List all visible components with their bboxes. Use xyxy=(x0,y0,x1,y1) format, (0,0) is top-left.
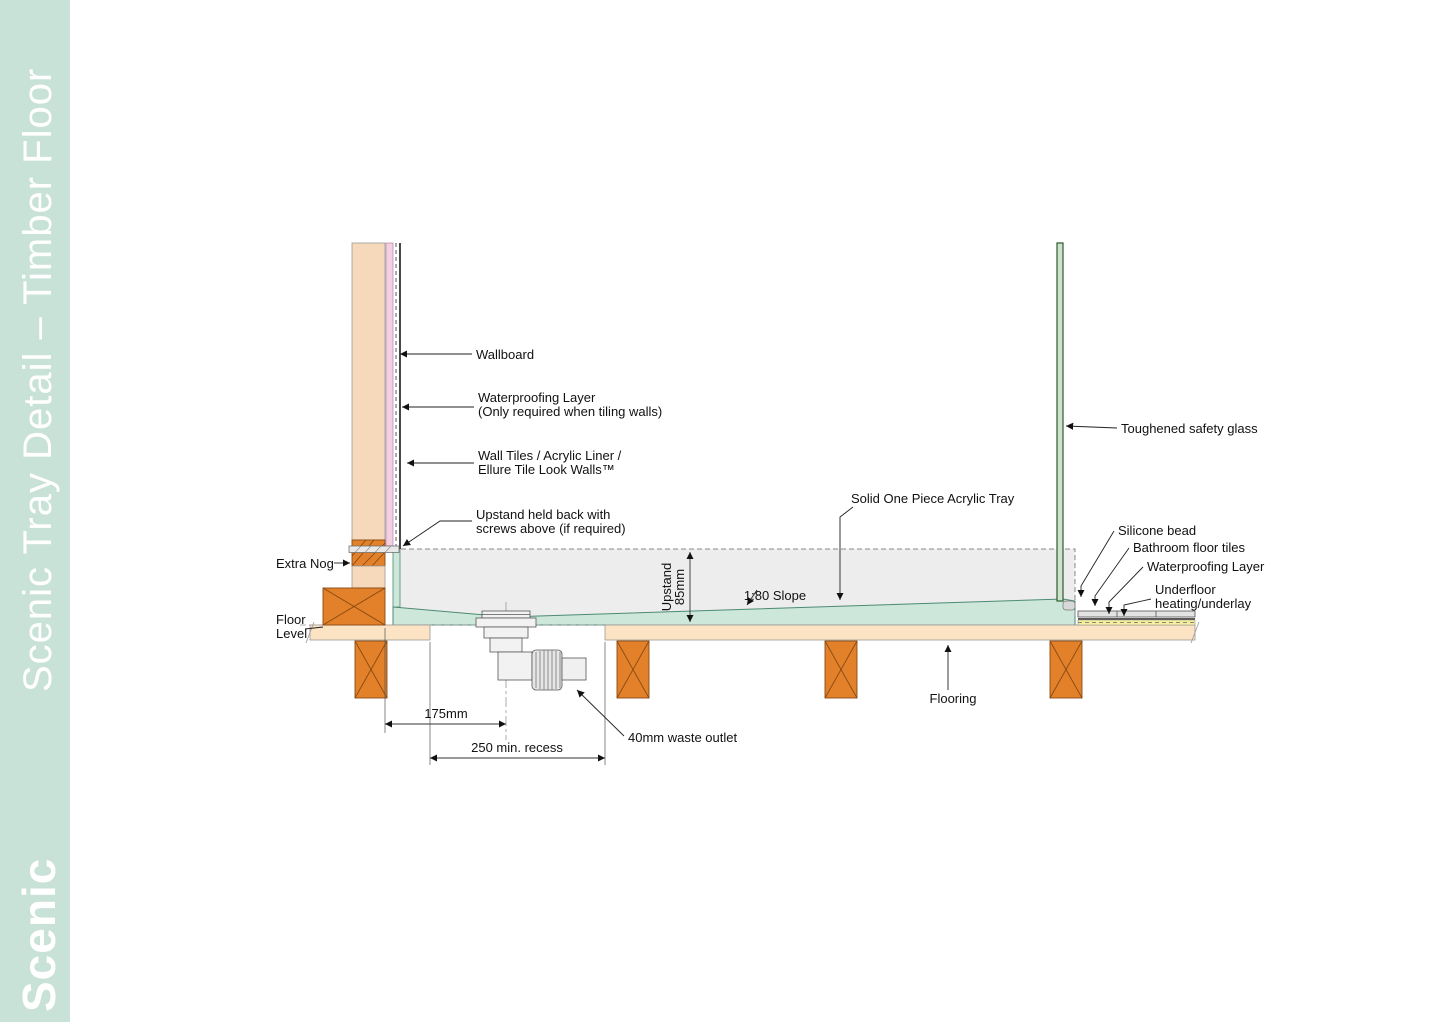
label-underfloor-1: Underfloor xyxy=(1155,582,1216,597)
label-bathroom-tiles: Bathroom floor tiles xyxy=(1133,540,1245,555)
label-underfloor-2: heating/underlay xyxy=(1155,596,1252,611)
tray-outline-dashed xyxy=(393,548,1076,618)
leader-waste-outlet xyxy=(576,689,625,737)
leader-toughened-glass xyxy=(1065,422,1118,430)
dim-upstand-value: 85mm xyxy=(672,569,687,605)
bottom-plate xyxy=(322,587,386,626)
label-waterproofing-wall-1: Waterproofing Layer xyxy=(478,390,596,405)
leader-waterproofing-floor xyxy=(1105,566,1144,614)
label-slope: 1:80 Slope xyxy=(744,588,806,603)
tray-upstand-region xyxy=(393,549,1075,617)
waste-pipe-stub xyxy=(561,657,587,681)
floor-structure xyxy=(300,621,1200,699)
leader-acrylic-tray xyxy=(836,506,854,600)
glass-and-bathroom-floor xyxy=(1056,242,1196,626)
leader-bathroom-tiles xyxy=(1091,547,1130,606)
sidebar: Scenic Tray Detail – Timber Floor Scenic xyxy=(0,0,70,1022)
dim-250-text: 250 min. recess xyxy=(471,740,563,755)
leader-underfloor xyxy=(1120,598,1152,616)
waste-assembly xyxy=(475,602,587,740)
wall-stud xyxy=(351,242,386,541)
annotations: Wallboard Waterproofing Layer (Only requ… xyxy=(276,347,1265,745)
waste-body-upper xyxy=(475,617,537,628)
waste-body-lower xyxy=(489,637,523,653)
fixing-screw xyxy=(348,545,400,553)
floor-joist xyxy=(354,640,388,699)
leader-silicone-bead xyxy=(1077,530,1115,597)
floor-left-break xyxy=(305,621,315,644)
waste-elbow xyxy=(497,651,533,681)
label-flooring: Flooring xyxy=(930,691,977,706)
floor-left xyxy=(309,624,431,641)
wall-assembly xyxy=(322,242,401,626)
silicone-bead-shape xyxy=(1062,600,1076,611)
dim-upstand-word: Upstand xyxy=(659,563,674,611)
label-wall-tiles-1: Wall Tiles / Acrylic Liner / xyxy=(478,448,622,463)
label-acrylic-tray: Solid One Piece Acrylic Tray xyxy=(851,491,1015,506)
dim-175-text: 175mm xyxy=(424,706,467,721)
label-floor-level-2: Level xyxy=(276,626,307,641)
label-waste-outlet: 40mm waste outlet xyxy=(628,730,737,745)
floor-right xyxy=(604,624,1196,641)
label-wall-tiles-2: Ellure Tile Look Walls™ xyxy=(478,462,615,477)
wall-stud-lower xyxy=(351,565,386,589)
label-silicone-bead: Silicone bead xyxy=(1118,523,1196,538)
underfloor-heating-layer xyxy=(1077,619,1196,626)
leader-floor-level xyxy=(304,626,324,630)
extra-nog-block xyxy=(351,539,386,567)
label-extra-nog: Extra Nog xyxy=(276,556,334,571)
wallboard-layer xyxy=(385,242,394,547)
floor-joist xyxy=(616,640,650,699)
label-upstand-note-2: screws above (if required) xyxy=(476,521,626,536)
tray-assembly xyxy=(392,548,1076,626)
label-toughened-glass: Toughened safety glass xyxy=(1121,421,1258,436)
tray-upstand-left xyxy=(392,548,401,608)
floor-joists xyxy=(354,640,1083,699)
label-floor-level-1: Floor xyxy=(276,612,306,627)
label-waterproofing-floor: Waterproofing Layer xyxy=(1147,559,1265,574)
bathroom-tiles-layer xyxy=(1077,610,1196,618)
glass-panel xyxy=(1056,242,1064,602)
leader-upstand-note xyxy=(402,520,472,547)
waste-coupling xyxy=(531,649,563,691)
floor-right-break xyxy=(1190,621,1200,644)
waste-body-mid xyxy=(483,626,529,639)
label-upstand-note-1: Upstand held back with xyxy=(476,507,610,522)
floor-joist xyxy=(824,640,858,699)
leader-slope-arrow xyxy=(746,589,758,606)
floor-joist xyxy=(1049,640,1083,699)
dimensions: 175mm 250 min. recess Upstand 85mm xyxy=(384,552,694,765)
label-wallboard: Wallboard xyxy=(476,347,534,362)
label-waterproofing-wall-2: (Only required when tiling walls) xyxy=(478,404,662,419)
